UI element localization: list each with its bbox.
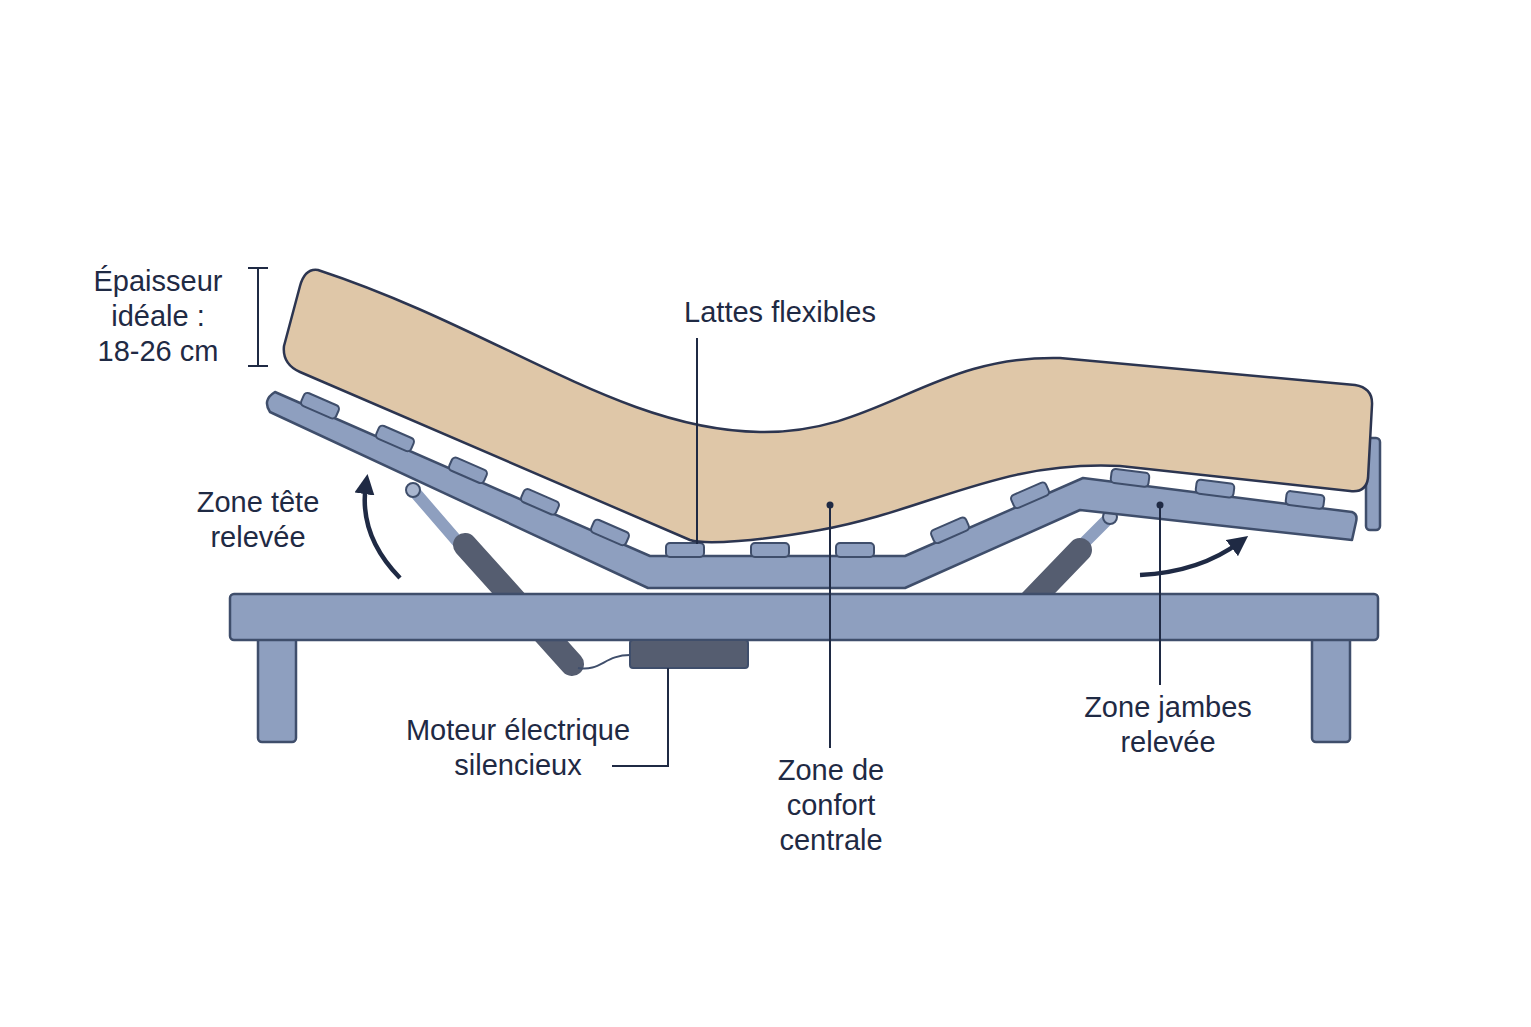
slat	[1110, 469, 1149, 488]
slat	[590, 518, 630, 546]
slat	[1010, 481, 1050, 509]
leg-zone-label: Zone jambes relevée	[1048, 690, 1288, 760]
slat	[1195, 479, 1234, 498]
slat	[666, 543, 704, 557]
slat	[300, 392, 340, 420]
base-frame	[230, 594, 1378, 742]
motor	[630, 640, 748, 668]
slat	[1285, 491, 1324, 510]
slat	[836, 543, 874, 557]
leader-dots	[827, 502, 1164, 509]
thickness-label: Épaisseur idéale : 18-26 cm	[78, 264, 238, 369]
slat	[751, 543, 789, 557]
comfort-zone-label: Zone de confort centrale	[746, 753, 916, 858]
slats-label: Lattes flexibles	[620, 295, 940, 330]
slat	[520, 488, 560, 516]
leader-lines	[248, 268, 1160, 766]
head-zone-label: Zone tête relevée	[158, 485, 358, 555]
leg-arrow	[1140, 542, 1240, 575]
slat	[375, 424, 415, 452]
head-arrow	[365, 484, 400, 578]
slat	[448, 456, 488, 484]
slat	[930, 516, 970, 544]
mattress	[284, 270, 1372, 542]
motor-label: Moteur électrique silencieux	[368, 713, 668, 783]
motor-wire	[578, 655, 630, 669]
